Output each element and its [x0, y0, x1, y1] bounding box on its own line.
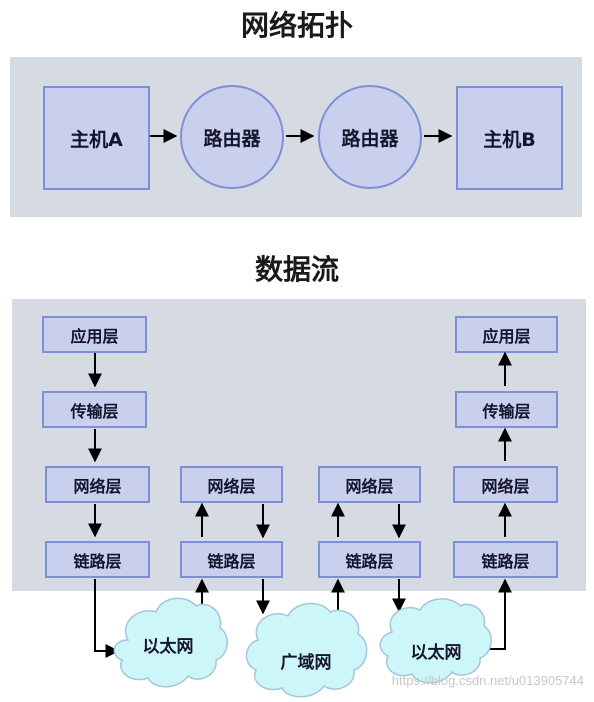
ethernet-right-label: 以太网: [410, 643, 462, 663]
host-a-box: 主机A: [43, 86, 150, 190]
host-a-network-layer: 网络层: [45, 466, 150, 503]
topology-title: 网络拓扑: [240, 9, 353, 42]
ethernet-left-label: 以太网: [142, 637, 194, 657]
host-b-link-layer: 链路层: [453, 541, 558, 578]
ethernet-right-cloud: [379, 598, 492, 684]
host-b-application-layer: 应用层: [455, 316, 558, 353]
host-a-link-layer: 链路层: [45, 541, 150, 578]
host-b-transport-layer: 传输层: [455, 391, 558, 428]
dataflow-title: 数据流: [254, 253, 339, 286]
router-1-circle: 路由器: [180, 85, 284, 189]
router-1-link-layer: 链路层: [180, 541, 283, 578]
router-2-circle: 路由器: [318, 85, 422, 189]
host-b-network-layer: 网络层: [453, 466, 558, 503]
router-2-link-layer: 链路层: [318, 541, 421, 578]
host-a-application-layer: 应用层: [42, 316, 147, 353]
arrow-host-a-link-to-ethernet: [94, 579, 120, 658]
wan-cloud: [245, 602, 368, 698]
wan-label: 广域网: [280, 653, 332, 673]
host-b-box: 主机B: [456, 86, 563, 190]
ethernet-left-cloud: [113, 597, 228, 688]
router-1-network-layer: 网络层: [180, 466, 283, 503]
host-a-transport-layer: 传输层: [42, 391, 147, 428]
arrow-ethernet-to-host-b-link: [488, 578, 512, 650]
watermark: https://blog.csdn.net/u013905744: [391, 673, 584, 688]
router-2-network-layer: 网络层: [318, 466, 421, 503]
